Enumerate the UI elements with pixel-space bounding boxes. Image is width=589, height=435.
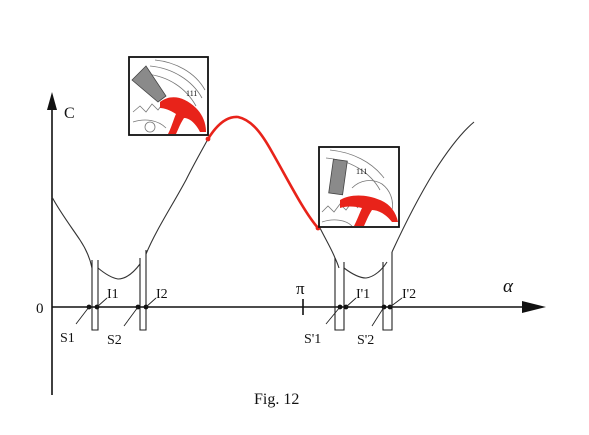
curve-right-ascent: [391, 121, 475, 253]
inset-left-gear-hub: [144, 121, 156, 133]
axes: [47, 92, 546, 395]
leader-i2: [145, 297, 157, 308]
y-axis-arrowhead: [47, 92, 57, 110]
inset-right-gear-ring: [351, 180, 393, 211]
inset-left-gear-label: 111: [186, 89, 197, 98]
inset-right-gear-label: 111: [356, 167, 367, 176]
x-axis-label: α: [503, 276, 514, 297]
inset-left-gear-arc-2: [149, 65, 203, 99]
inset-left-tool: [131, 65, 167, 103]
label-i2: I2: [156, 287, 168, 302]
label-s1: S1: [60, 331, 75, 346]
inset-right-red-shape: [340, 195, 398, 226]
leader-s2: [123, 306, 139, 327]
leader-s1-prime: [325, 306, 341, 325]
inset-left-gear-arc-4: [132, 119, 167, 129]
y-axis-label: C: [64, 105, 75, 122]
label-i1: I1: [107, 287, 119, 302]
curve: [51, 121, 475, 280]
slot-posts-right: [334, 252, 393, 331]
leader-s2-prime: [371, 306, 385, 327]
leader-i1-prime: [345, 297, 357, 308]
curve-left-ascent: [145, 138, 209, 255]
inset-left-red-shape: [160, 97, 206, 134]
slot-post-i2: [139, 250, 147, 331]
inset-left: 111: [128, 56, 209, 136]
origin-label: 0: [36, 301, 44, 317]
label-s1-prime: S'1: [304, 332, 321, 347]
inset-right-gear-arc-2: [325, 157, 381, 191]
slot-posts-left: [91, 250, 147, 331]
highlight-start-dot: [205, 136, 211, 142]
inset-right: 111: [318, 146, 400, 228]
curve-left-trough: [97, 263, 141, 280]
highlight-arc: [206, 115, 320, 230]
leader-i2-prime: [389, 297, 403, 308]
curve-right-trough: [343, 261, 388, 279]
label-s2: S2: [107, 333, 122, 348]
inset-right-tool: [328, 158, 348, 196]
x-axis-arrowhead: [522, 301, 546, 313]
figure-caption: Fig. 12: [254, 391, 299, 408]
leader-i1: [96, 297, 108, 308]
curve-left-descent: [51, 196, 93, 269]
leader-lines: [75, 297, 403, 327]
label-i2-prime: I'2: [402, 287, 416, 302]
slot-post-i1-prime: [334, 258, 345, 331]
inset-right-gear-arc-3: [321, 219, 353, 226]
label-i1-prime: I'1: [356, 287, 370, 302]
inset-right-gear-arc-1: [329, 149, 385, 179]
label-s2-prime: S'2: [357, 333, 374, 348]
curve-right-descent: [319, 227, 340, 269]
slot-post-i1: [91, 260, 99, 331]
slot-post-i2-prime: [382, 252, 393, 331]
inset-left-gear-arc-1: [154, 59, 206, 91]
leader-s1: [75, 306, 90, 325]
pi-label: π: [296, 279, 305, 298]
